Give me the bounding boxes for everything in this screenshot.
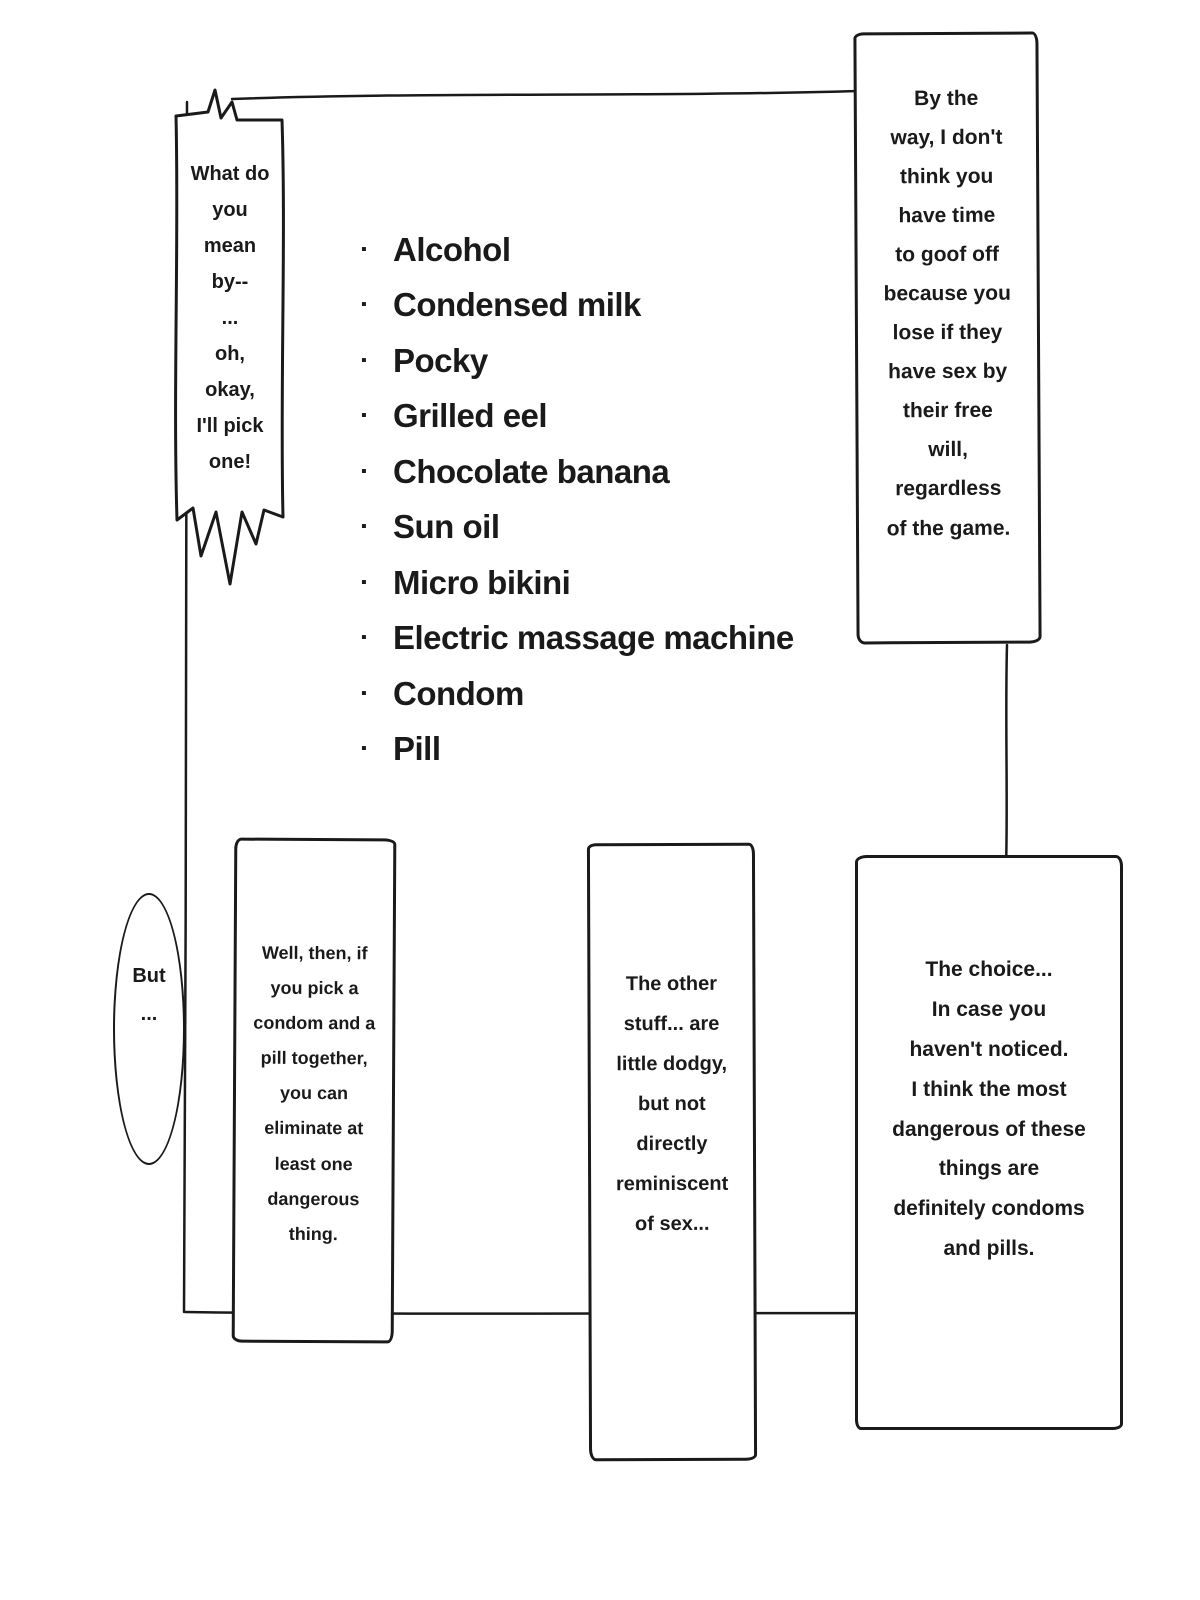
speech-text: Well, then, if you pick a condom and a p… [253, 942, 376, 1244]
list-item-label: Pill [393, 730, 441, 768]
square-bullet-icon: ▪ [361, 629, 367, 647]
speech-text: What do you mean by-- ... oh, okay, I'll… [190, 163, 270, 473]
square-bullet-icon: ▪ [361, 407, 367, 425]
list-item-label: Alcohol [393, 230, 511, 268]
square-bullet-icon: ▪ [361, 296, 367, 314]
speech-bubble-the-choice: The choice... In case you haven't notice… [855, 855, 1123, 1430]
panel-line-right-connector [1004, 643, 1009, 870]
list-item: ▪ Micro bikini [355, 555, 875, 611]
list-item-label: Electric massage machine [393, 619, 794, 657]
speech-bubble-other-stuff: The other stuff... are little dodgy, but… [586, 842, 758, 1462]
speech-bubble-top-right: By the way, I don't think you have time … [853, 31, 1042, 645]
list-item: ▪ Condensed milk [355, 278, 875, 334]
square-bullet-icon: ▪ [361, 740, 367, 758]
speech-bubble-but: But ... [113, 893, 185, 1165]
list-item: ▪ Pocky [355, 333, 875, 389]
item-list: ▪ Alcohol ▪ Condensed milk ▪ Pocky ▪ Gri… [355, 222, 875, 777]
list-item-label: Sun oil [393, 508, 500, 546]
square-bullet-icon: ▪ [361, 684, 367, 702]
square-bullet-icon: ▪ [361, 240, 367, 258]
speech-text: The other stuff... are little dodgy, but… [615, 972, 729, 1236]
list-item: ▪ Grilled eel [355, 389, 875, 445]
list-item: ▪ Chocolate banana [355, 444, 875, 500]
shout-bubble-shape [174, 88, 285, 586]
list-item-label: Condom [393, 674, 524, 712]
square-bullet-icon: ▪ [361, 462, 367, 480]
speech-text: But ... [132, 965, 166, 1025]
list-item: ▪ Pill [355, 722, 875, 778]
speech-bubble-top-left: What do you mean by-- ... oh, okay, I'll… [168, 72, 292, 592]
speech-text: By the way, I don't think you have time … [883, 86, 1011, 540]
square-bullet-icon: ▪ [361, 351, 367, 369]
list-item: ▪ Electric massage machine [355, 611, 875, 667]
list-item-label: Micro bikini [393, 563, 571, 601]
panel-line-top [230, 89, 862, 101]
list-item: ▪ Condom [355, 666, 875, 722]
list-item: ▪ Alcohol [355, 222, 875, 278]
list-item-label: Grilled eel [393, 397, 548, 435]
list-item-label: Condensed milk [393, 286, 641, 324]
list-item: ▪ Sun oil [355, 500, 875, 556]
list-item-label: Pocky [393, 341, 488, 379]
speech-bubble-pick-condom: Well, then, if you pick a condom and a p… [231, 837, 397, 1344]
square-bullet-icon: ▪ [361, 573, 367, 591]
list-item-label: Chocolate banana [393, 452, 670, 490]
speech-text: The choice... In case you haven't notice… [892, 958, 1086, 1261]
square-bullet-icon: ▪ [361, 518, 367, 536]
